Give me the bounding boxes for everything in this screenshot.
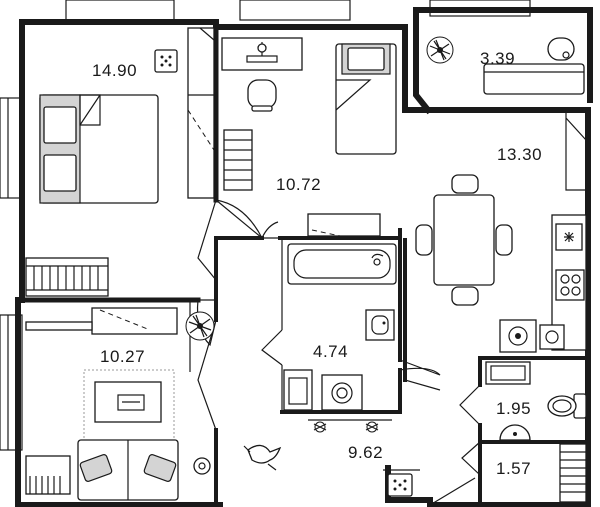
stove	[555, 269, 585, 301]
pet-icon	[243, 444, 282, 471]
bathroom-sink	[365, 309, 395, 341]
room-area-label: 13.30	[497, 145, 542, 164]
room-area-label: 10.27	[100, 347, 145, 366]
floor-lamp	[193, 457, 211, 475]
room-area-label: 10.72	[276, 175, 321, 194]
room-area-label: 9.62	[348, 443, 383, 462]
room-area-label: 14.90	[92, 61, 137, 80]
dresser	[307, 213, 381, 237]
doors	[196, 199, 481, 506]
wash-basin	[499, 424, 531, 441]
round-table	[547, 37, 575, 61]
bedroom-small: 10.72	[221, 37, 397, 237]
toilet-bowl	[547, 393, 587, 419]
bathroom: 4.74	[283, 243, 397, 411]
closet-unit	[187, 27, 215, 199]
closet-shelves	[559, 443, 587, 503]
room-area-label: 3.39	[480, 49, 515, 68]
interior-walls	[19, 24, 590, 507]
living-room: 10.27	[25, 307, 215, 501]
toilet: 1.95	[485, 361, 587, 441]
washing-machine	[321, 374, 363, 411]
dining-table	[433, 194, 495, 286]
tv-stand	[91, 307, 178, 335]
desk-chair	[247, 79, 277, 109]
shoe-rack	[308, 419, 392, 433]
room-area-label: 4.74	[313, 342, 348, 361]
balcony-sofa	[483, 63, 585, 95]
boiler-unit	[485, 361, 531, 385]
hallway: 9.62	[243, 419, 413, 497]
bedroom-large: 14.90	[25, 27, 215, 297]
plant-icon	[426, 36, 454, 64]
kitchen: 13.30	[415, 109, 587, 353]
room-area-label: 1.95	[496, 399, 531, 418]
plant-icon	[185, 311, 215, 341]
bathtub	[287, 243, 397, 285]
closet: 1.57	[496, 443, 587, 503]
room-area-label: 1.57	[496, 459, 531, 478]
balcony: 3.39	[426, 36, 585, 95]
